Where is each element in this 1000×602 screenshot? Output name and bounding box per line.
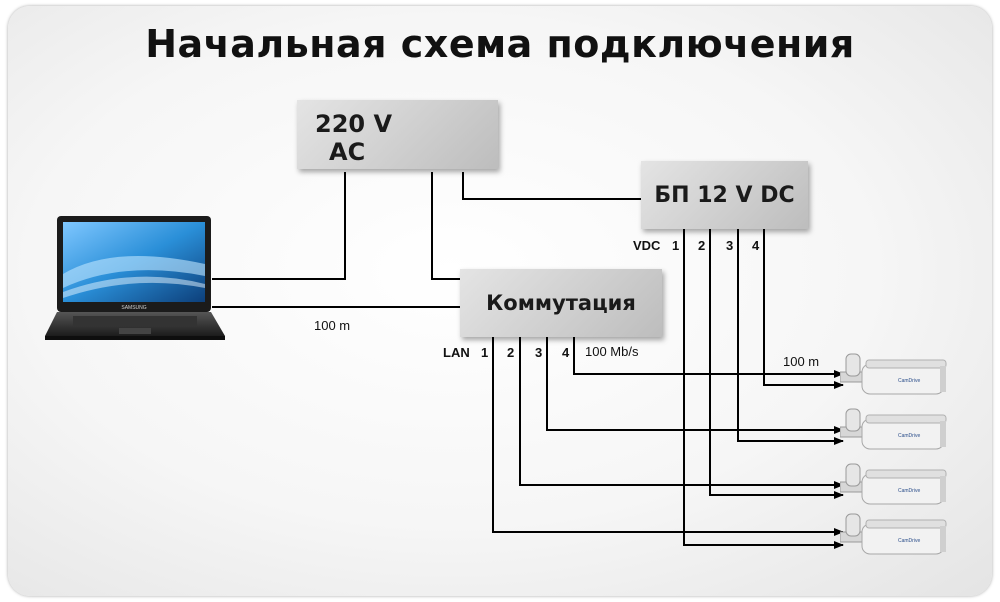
camera-icon: CamDrive — [839, 353, 947, 395]
camera-icon: CamDrive — [839, 513, 947, 555]
switch-label: Коммутация — [486, 291, 636, 315]
camera-icon: CamDrive — [839, 463, 947, 505]
ac-power-source: 220 V AC — [297, 100, 498, 169]
camera-4: CamDrive — [839, 510, 950, 570]
wire-lan-3 — [546, 337, 844, 434]
svg-text:CamDrive: CamDrive — [898, 488, 920, 494]
camera-icon: CamDrive — [839, 408, 947, 450]
svg-text:SAMSUNG: SAMSUNG — [121, 305, 146, 311]
vdc-port-4: 4 — [752, 238, 760, 253]
wire-vdc-1 — [683, 229, 844, 549]
camera-2: CamDrive — [839, 405, 950, 465]
wire-vdc-4 — [763, 229, 844, 389]
switch-box: Коммутация — [460, 269, 662, 337]
wire-laptop-ac — [212, 172, 346, 280]
power-supply-box: БП 12 V DC — [641, 161, 808, 229]
ac-voltage-label: 220 V — [315, 110, 393, 138]
wire-vdc-3 — [737, 229, 844, 445]
wire-ac-psu — [462, 172, 641, 200]
vdc-port-3: 3 — [726, 238, 734, 253]
diagram-title: Начальная схема подключения — [145, 22, 855, 66]
laptop-link-distance: 100 m — [314, 318, 351, 333]
vdc-port-1: 1 — [672, 238, 680, 253]
lan-port-2: 2 — [507, 345, 515, 360]
wire-lan-4 — [573, 337, 844, 378]
camera-1: CamDrive — [839, 350, 950, 410]
camera-3: CamDrive — [839, 460, 950, 520]
svg-text:CamDrive: CamDrive — [898, 538, 920, 544]
svg-text:CamDrive: CamDrive — [898, 378, 920, 384]
ac-type-label: AC — [329, 138, 366, 166]
lan-port-1: 1 — [481, 345, 489, 360]
wire-switch-ac — [431, 172, 460, 280]
camera-distance-label: 100 m — [783, 354, 820, 369]
lan-speed-label: 100 Mb/s — [585, 344, 639, 359]
vdc-port-2: 2 — [698, 238, 706, 253]
laptop-icon: SAMSUNG — [45, 216, 225, 340]
vdc-label: VDC — [633, 238, 661, 253]
laptop: SAMSUNG — [43, 214, 227, 347]
wire-vdc-2 — [709, 229, 844, 499]
wire-lan-1 — [492, 337, 844, 536]
power-supply-label: БП 12 V DC — [654, 182, 795, 208]
svg-text:CamDrive: CamDrive — [898, 433, 920, 439]
lan-port-4: 4 — [562, 345, 570, 360]
lan-label: LAN — [443, 345, 470, 360]
lan-port-3: 3 — [535, 345, 543, 360]
wire-lan-2 — [519, 337, 844, 489]
